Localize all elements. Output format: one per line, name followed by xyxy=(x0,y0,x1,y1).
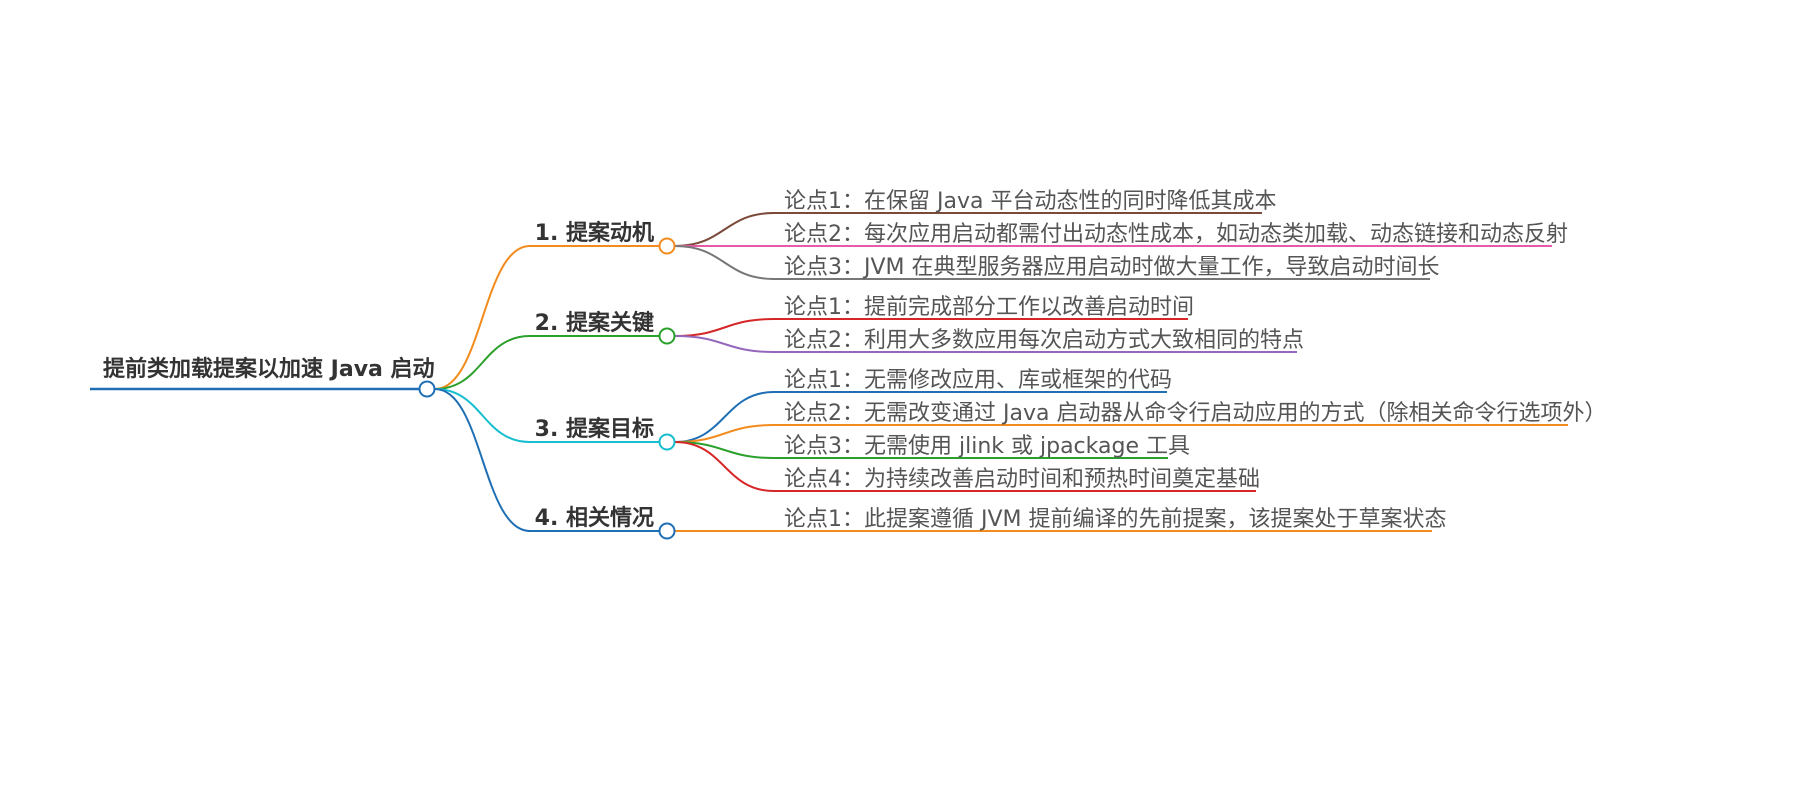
leaf-label-1-3: 论点3：JVM 在典型服务器应用启动时做大量工作，导致启动时间长 xyxy=(784,255,1440,280)
leaf-label-4-1: 论点1：此提案遵循 JVM 提前编译的先前提案，该提案处于草案状态 xyxy=(784,507,1447,532)
edge-root-to-branch-3 xyxy=(434,388,531,443)
edge-root-to-branch-1 xyxy=(434,245,531,390)
leaf-label-1-1: 论点1：在保留 Java 平台动态性的同时降低其成本 xyxy=(784,189,1276,214)
branch-collapse-toggle-1[interactable] xyxy=(658,237,676,255)
edge-branch-3-to-leaf-2 xyxy=(674,424,775,443)
leaf-label-3-4: 论点4：为持续改善启动时间和预热时间奠定基础 xyxy=(784,467,1260,492)
labels-layer: 提前类加载提案以加速 Java 启动 1. 提案动机 论点1：在保留 Java 平台… xyxy=(103,189,1606,532)
edge-branch-3-to-leaf-1 xyxy=(674,391,775,443)
edges-layer xyxy=(434,212,775,533)
edge-branch-2-to-leaf-1 xyxy=(674,318,775,337)
nodes-layer xyxy=(418,237,676,540)
branch-collapse-toggle-2[interactable] xyxy=(658,327,676,345)
leaf-label-3-2: 论点2：无需改变通过 Java 启动器从命令行启动应用的方式（除相关命令行选项外… xyxy=(784,401,1606,426)
branch-collapse-toggle-4[interactable] xyxy=(658,522,676,540)
leaf-label-3-3: 论点3：无需使用 jlink 或 jpackage 工具 xyxy=(784,434,1190,459)
edge-root-to-branch-2 xyxy=(434,335,531,390)
branch-collapse-toggle-3[interactable] xyxy=(658,433,676,451)
edge-branch-1-to-leaf-3 xyxy=(674,245,775,280)
leaf-label-3-1: 论点1：无需修改应用、库或框架的代码 xyxy=(784,368,1172,393)
branch-label-4: 4. 相关情况 xyxy=(535,505,654,531)
edge-branch-1-to-leaf-1 xyxy=(674,212,775,247)
branch-label-2: 2. 提案关键 xyxy=(535,310,654,336)
leaf-label-1-2: 论点2：每次应用启动都需付出动态性成本，如动态类加载、动态链接和动态反射 xyxy=(784,222,1568,247)
branch-label-3: 3. 提案目标 xyxy=(535,416,654,442)
underlines-layer xyxy=(90,212,1568,532)
edge-branch-2-to-leaf-2 xyxy=(674,335,775,353)
leaf-label-2-2: 论点2：利用大多数应用每次启动方式大致相同的特点 xyxy=(784,328,1304,353)
root-collapse-toggle[interactable] xyxy=(418,380,436,398)
edge-branch-3-to-leaf-4 xyxy=(674,441,775,492)
root-topic-label: 提前类加载提案以加速 Java 启动 xyxy=(103,356,435,382)
branch-label-1: 1. 提案动机 xyxy=(535,220,654,246)
edge-root-to-branch-4 xyxy=(434,388,531,532)
leaf-label-2-1: 论点1：提前完成部分工作以改善启动时间 xyxy=(784,295,1194,320)
